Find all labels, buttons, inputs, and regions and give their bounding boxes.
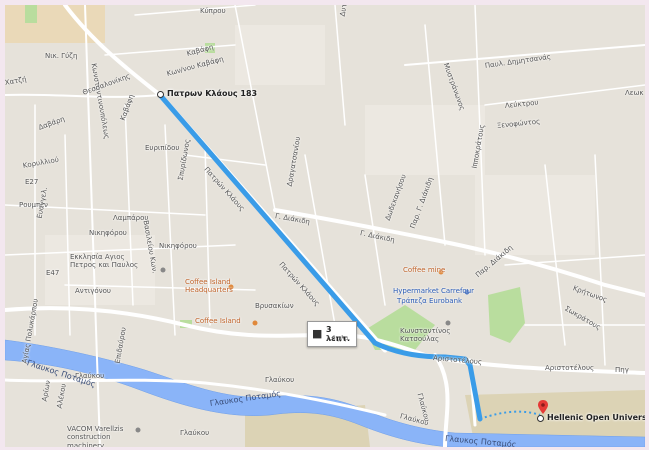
route-duration: 3 λεπτ. xyxy=(326,325,350,343)
walking-route xyxy=(479,410,541,420)
place-label[interactable]: Coffee mine xyxy=(403,266,446,274)
route-line[interactable] xyxy=(157,92,483,422)
area-top-left xyxy=(5,5,105,43)
map-view[interactable]: Νικ. Γύζη Χατζή Δαβάρη Κορυλλιού Ε27 Ρου… xyxy=(5,5,645,447)
street-label: Νικηφόρου xyxy=(159,242,197,250)
place-label[interactable]: VACOM Varellzis construction machinery xyxy=(67,425,124,447)
street-label: Αντιγόνου xyxy=(75,287,111,295)
street-label: Ρουμπέν xyxy=(19,201,48,209)
place-label[interactable]: Κωνσταντίνος Κατσούλας xyxy=(400,327,451,344)
street-label: Κύπρου xyxy=(200,7,226,15)
city-blocks xyxy=(45,25,595,305)
street-label: Νικηφόρου xyxy=(89,229,127,237)
route-info-box[interactable]: ■ 3 λεπτ. 1,6 χλμ. xyxy=(307,321,357,347)
destination-label[interactable]: Hellenic Open University xyxy=(547,413,645,422)
place-label[interactable]: Hypermarket Carrefour xyxy=(393,287,475,295)
poi-markers xyxy=(135,267,470,433)
place-label[interactable]: Εκκλησία Αγιος Πετρος και Παυλος xyxy=(70,253,139,270)
street-label: Ε27 xyxy=(25,178,39,186)
map-canvas[interactable] xyxy=(5,5,645,447)
street-label: Λαμπάρου xyxy=(113,214,149,222)
street-label: Λεωκ xyxy=(625,89,644,97)
destination-marker[interactable] xyxy=(537,415,544,422)
street-label: Νικ. Γύζη xyxy=(45,52,78,60)
car-icon: ■ xyxy=(312,327,323,340)
street-label: Γλαύκου xyxy=(180,429,210,437)
street-label: Γλαύκου xyxy=(265,376,295,384)
area-bottom xyxy=(465,390,645,447)
street-label: Γλαύκου xyxy=(75,372,105,380)
origin-marker[interactable] xyxy=(157,91,164,98)
place-label[interactable]: Coffee Island Headquarters xyxy=(185,278,233,295)
destination-pin-icon[interactable] xyxy=(538,400,548,414)
street-label: Ευριπίδου xyxy=(145,144,180,152)
street-label: Πηγ xyxy=(615,366,629,374)
origin-label[interactable]: Πατρων Κλάους 183 xyxy=(167,89,258,98)
place-label[interactable]: Coffee Island xyxy=(195,317,241,325)
route-distance: 1,6 χλμ. xyxy=(326,335,351,342)
street-label: Αριστοτέλους xyxy=(545,364,595,372)
street-label: Βρυσακίων xyxy=(255,302,294,310)
place-label[interactable]: Τράπεζα Eurobank xyxy=(397,297,463,305)
street-label: Ε47 xyxy=(46,269,60,277)
